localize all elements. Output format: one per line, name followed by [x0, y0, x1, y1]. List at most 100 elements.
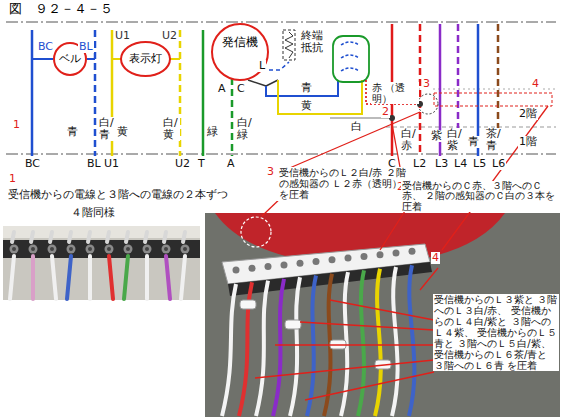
note-text: 受信機からのＣ赤、３階へのＣ赤、 ２階の感知器のＣ白の３本を圧着	[401, 181, 559, 212]
wire-color: 青	[467, 136, 480, 148]
wire-name: BL	[78, 41, 94, 53]
wire-name: U2	[161, 30, 178, 42]
photo-wire	[166, 256, 170, 299]
terminal-screw	[265, 263, 272, 270]
terminal-screw	[281, 261, 288, 268]
photo-wire	[109, 256, 113, 299]
a-wire	[231, 78, 234, 156]
terminal-screw	[377, 251, 384, 258]
callout-number: 2	[381, 106, 390, 118]
terminal-screw	[29, 245, 38, 254]
terminal-screw	[181, 245, 190, 254]
photo-wire	[222, 284, 236, 416]
photo-wire	[183, 232, 185, 242]
photo-wire	[290, 277, 300, 416]
photo-wire	[107, 232, 109, 242]
node-text: 発信機	[222, 36, 258, 49]
resistor-symbol	[283, 30, 295, 60]
terminal-name: A	[217, 83, 227, 95]
terminal-screw	[107, 247, 111, 251]
wire-color: 白	[350, 121, 363, 133]
terminal-screw	[393, 250, 400, 257]
yellow-wire	[278, 80, 362, 114]
photo-wire	[69, 232, 71, 242]
terminal-screw	[361, 253, 368, 260]
floor-line	[6, 154, 556, 155]
wire-color: 黄	[300, 100, 313, 112]
terminal-screw	[69, 247, 73, 251]
transmitter-circle: 発信機	[211, 23, 269, 81]
note-text: 受信機からのＬ３紫と ３階へのＬ３白/赤、 受信機からのＬ４白/紫と ３階へのＬ…	[433, 294, 559, 371]
photo-wire	[181, 256, 185, 299]
sensor-symbol	[333, 36, 369, 82]
blue-wire	[266, 80, 338, 96]
node-text: ベル	[59, 53, 81, 65]
photo-wire	[375, 269, 381, 416]
terminal-name: U2	[174, 158, 191, 170]
terminal-name: U1	[103, 158, 120, 170]
lamp-wire	[170, 58, 180, 60]
photo-wire	[145, 232, 147, 242]
photo-wire	[409, 265, 414, 416]
wire-color: 白/赤	[400, 128, 418, 152]
photo-wire	[256, 281, 268, 416]
callout-circle	[418, 94, 438, 114]
terminal-screw	[313, 258, 320, 265]
crimp-sleeve	[240, 300, 256, 309]
terminal-screw	[67, 245, 76, 254]
terminal-screw	[126, 247, 130, 251]
terminal-name: L2	[412, 158, 427, 170]
photo-wire	[50, 232, 52, 242]
terminal-screw	[329, 256, 336, 263]
terminal-photo	[205, 213, 560, 417]
terminal-screw	[31, 247, 35, 251]
node-text: 表示灯	[129, 53, 162, 65]
photo-wire	[392, 267, 398, 416]
note-text: 受信機からの電線と３階への電線の２本ずつ	[7, 189, 299, 201]
terminal-screw	[10, 245, 19, 254]
photo-wire	[273, 279, 284, 416]
terminal-screw	[164, 247, 168, 251]
photo-wire	[52, 256, 56, 299]
photo-wire	[31, 256, 35, 299]
switch-line	[248, 80, 266, 86]
terminal-screw	[297, 260, 304, 267]
wire-color: 白/黄	[162, 117, 180, 141]
terminal-screw	[105, 245, 114, 254]
photo-wire	[67, 256, 71, 299]
callout-circle	[241, 217, 271, 247]
photo-wire	[10, 256, 14, 299]
crimp-sleeve	[285, 320, 301, 329]
wire-color: 茶/青	[485, 128, 503, 152]
photo-wire	[12, 232, 14, 242]
photo-wires	[222, 248, 416, 416]
callout-number: 3	[422, 78, 431, 90]
photo-wire	[126, 232, 128, 242]
terminal-screw	[143, 245, 152, 254]
terminal-screw	[124, 245, 133, 254]
floor-label: 1階	[518, 136, 538, 148]
callout-box	[434, 93, 552, 106]
callout-number: 1	[8, 173, 17, 185]
figure-title: 図 ９２－４－５	[8, 2, 114, 16]
wire-color: 緑	[206, 126, 219, 138]
terminal-name: T	[197, 158, 206, 170]
photo-wire	[307, 276, 316, 417]
callout-number: 4	[431, 252, 440, 264]
terminal-screw	[345, 255, 352, 262]
terminal-screw	[88, 247, 92, 251]
photo-wires	[10, 232, 190, 299]
wire-color: 青	[300, 82, 313, 94]
photo-wire	[124, 256, 128, 299]
wire-name: BC	[37, 41, 54, 53]
terminal-screw	[12, 247, 16, 251]
terminal-screw	[233, 267, 240, 274]
photo-wire	[88, 232, 90, 242]
wire-color: 白/紫	[446, 128, 464, 152]
l2-wire	[419, 24, 422, 156]
bell-wire	[32, 58, 53, 60]
t-wire	[202, 30, 205, 156]
terminal-name: BL	[86, 158, 102, 170]
note-text: ４階同様	[70, 207, 116, 219]
wire-color: 紫	[430, 130, 443, 142]
